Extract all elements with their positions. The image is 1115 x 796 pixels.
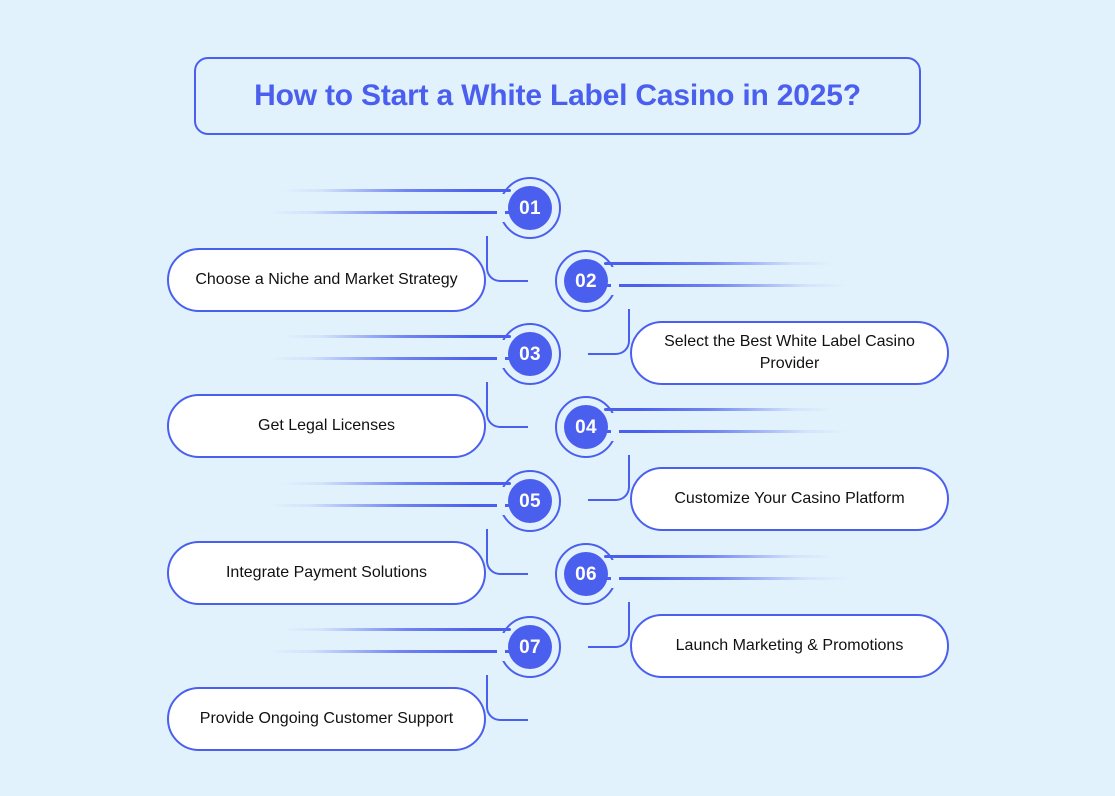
step-node-disc: 05: [508, 479, 552, 523]
connector-lines: [266, 189, 511, 225]
connector-line-lower: [604, 577, 849, 580]
step-node-ring-gap: [497, 633, 505, 661]
connector-line-lower: [266, 504, 511, 507]
connector-lines: [604, 408, 849, 444]
step-number-node-04[interactable]: 04: [555, 396, 619, 458]
step-node-ring-gap: [497, 487, 505, 515]
connector-line-upper: [604, 262, 835, 265]
step-number-label: 03: [519, 343, 541, 365]
step-node-disc: 03: [508, 332, 552, 376]
connector-lines: [266, 335, 511, 371]
step-number-node-03[interactable]: 03: [497, 323, 561, 385]
step-label-text: Integrate Payment Solutions: [225, 564, 427, 582]
connector-lines: [604, 555, 849, 591]
connector-line-upper: [280, 335, 511, 338]
connector-line-lower: [266, 211, 511, 214]
step-node-ring-gap: [611, 267, 619, 295]
connector-line-upper: [280, 189, 511, 192]
step-label-pill-01[interactable]: Choose a Niche and Market Strategy: [167, 248, 486, 312]
connector-lines: [266, 628, 511, 664]
step-label-pill-05[interactable]: Integrate Payment Solutions: [167, 541, 486, 605]
connector-line-lower: [266, 650, 511, 653]
step-node-ring-gap: [497, 194, 505, 222]
step-node-ring-gap: [497, 340, 505, 368]
connector-line-lower: [604, 284, 849, 287]
page-title-box: How to Start a White Label Casino in 202…: [194, 57, 921, 135]
step-node-disc: 01: [508, 186, 552, 230]
step-node-disc: 06: [564, 552, 608, 596]
step-elbow-connector: [486, 382, 528, 428]
step-node-ring-gap: [611, 560, 619, 588]
step-elbow-connector: [486, 236, 528, 282]
step-number-label: 05: [519, 490, 541, 512]
step-elbow-connector: [486, 529, 528, 575]
connector-line-upper: [280, 628, 511, 631]
step-number-node-02[interactable]: 02: [555, 250, 619, 312]
step-elbow-connector: [486, 675, 528, 721]
connector-line-upper: [604, 555, 835, 558]
step-elbow-connector: [588, 309, 630, 355]
connector-lines: [266, 482, 511, 518]
step-label-pill-07[interactable]: Provide Ongoing Customer Support: [167, 687, 486, 751]
step-label-pill-03[interactable]: Get Legal Licenses: [167, 394, 486, 458]
step-number-node-07[interactable]: 07: [497, 616, 561, 678]
step-label-pill-02[interactable]: Select the Best White Label Casino Provi…: [630, 321, 949, 385]
step-node-disc: 07: [508, 625, 552, 669]
step-label-text: Choose a Niche and Market Strategy: [195, 271, 458, 289]
step-number-node-05[interactable]: 05: [497, 470, 561, 532]
connector-line-upper: [604, 408, 835, 411]
step-number-label: 04: [575, 416, 597, 438]
step-node-ring-gap: [611, 413, 619, 441]
step-node-disc: 02: [564, 259, 608, 303]
step-number-label: 01: [519, 197, 541, 219]
step-number-label: 07: [519, 636, 541, 658]
step-number-label: 06: [575, 563, 597, 585]
step-label-text: Customize Your Casino Platform: [674, 490, 905, 508]
step-number-node-06[interactable]: 06: [555, 543, 619, 605]
step-elbow-connector: [588, 602, 630, 648]
connector-lines: [604, 262, 849, 298]
step-label-pill-06[interactable]: Launch Marketing & Promotions: [630, 614, 949, 678]
step-label-text: Launch Marketing & Promotions: [675, 637, 904, 655]
step-label-pill-04[interactable]: Customize Your Casino Platform: [630, 467, 949, 531]
step-node-disc: 04: [564, 405, 608, 449]
page-title: How to Start a White Label Casino in 202…: [254, 79, 861, 112]
connector-line-lower: [266, 357, 511, 360]
step-number-label: 02: [575, 270, 597, 292]
step-label-text: Provide Ongoing Customer Support: [199, 710, 454, 728]
step-label-text: Select the Best White Label Casino Provi…: [664, 333, 915, 372]
connector-line-lower: [604, 430, 849, 433]
step-number-node-01[interactable]: 01: [497, 177, 561, 239]
step-elbow-connector: [588, 455, 630, 501]
step-label-text: Get Legal Licenses: [258, 417, 395, 435]
connector-line-upper: [280, 482, 511, 485]
